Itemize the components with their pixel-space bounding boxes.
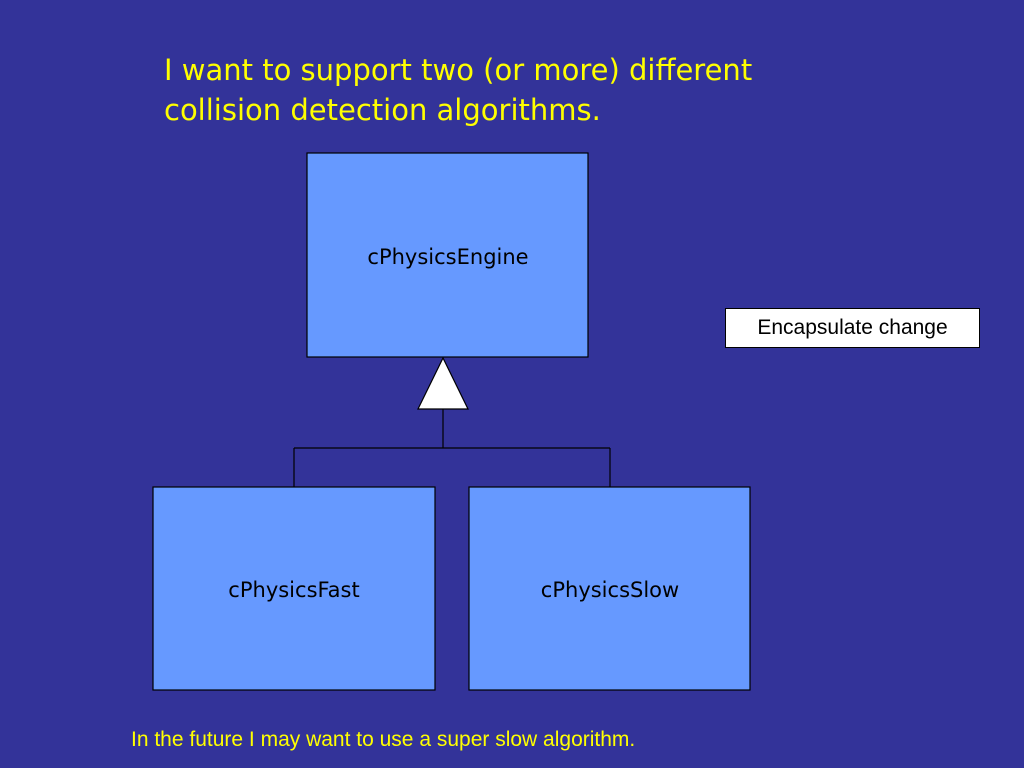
- inheritance-arrowhead: [417, 356, 469, 410]
- class-box-child-fast-rect: [152, 486, 436, 691]
- class-box-child-fast[interactable]: cPhysicsFast: [152, 486, 436, 691]
- slide-title-line-1: I want to support two (or more) differen…: [164, 53, 753, 87]
- class-box-child-slow-rect: [468, 486, 751, 691]
- class-box-child-slow[interactable]: cPhysicsSlow: [468, 486, 751, 691]
- class-box-parent-rect: [306, 152, 589, 358]
- class-name-parent: cPhysicsEngine: [367, 245, 528, 269]
- class-box-parent[interactable]: cPhysicsEngine: [306, 152, 589, 358]
- slide-footnote: In the future I may want to use a super …: [131, 728, 636, 751]
- class-name-child-slow: cPhysicsSlow: [541, 578, 679, 602]
- class-name-child-fast: cPhysicsFast: [228, 578, 359, 602]
- slide-title-line-2: collision detection algorithms.: [164, 93, 601, 127]
- encapsulate-change-callout: Encapsulate change: [725, 308, 980, 348]
- slide-title: I want to support two (or more) differen…: [164, 50, 884, 130]
